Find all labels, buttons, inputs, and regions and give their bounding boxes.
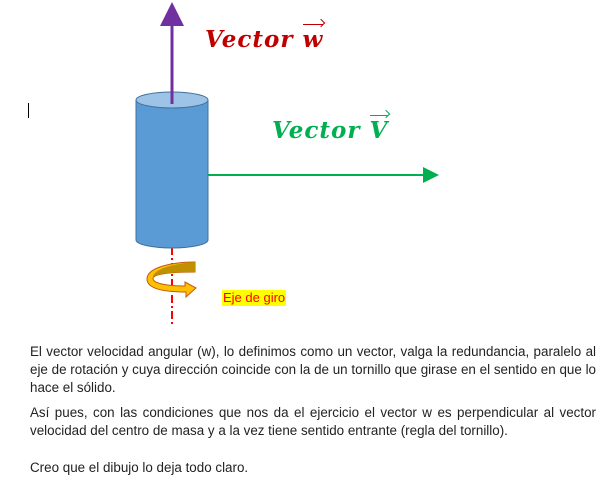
vector-v-label: Vector V	[272, 115, 389, 144]
vector-v-symbol: V	[369, 115, 389, 144]
rotation-arrow-icon	[146, 261, 197, 299]
paragraph: Así pues, con las condiciones que nos da…	[30, 405, 596, 438]
paragraph: Creo que el dibujo lo deja todo claro.	[30, 460, 249, 475]
axis-label: Eje de giro	[222, 290, 287, 306]
cylinder	[135, 91, 209, 249]
paragraph: El vector velocidad angular (w), lo defi…	[30, 344, 596, 395]
vector-w-label: Vector w	[205, 24, 324, 53]
vector-w-symbol: w	[302, 24, 324, 53]
text-cursor	[28, 103, 29, 118]
